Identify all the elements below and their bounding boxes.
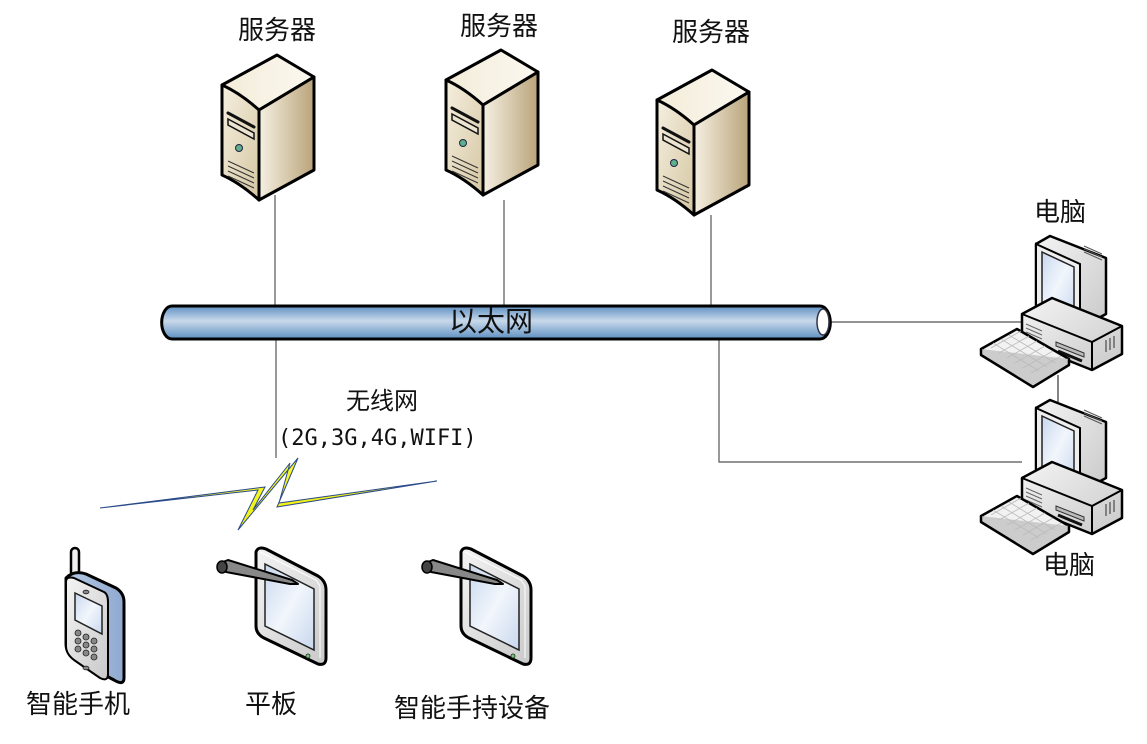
smartphone-label: 智能手机 [26,690,131,720]
server-icon [444,48,540,197]
server-label: 服务器 [460,12,539,42]
computer-label: 电脑 [1043,551,1096,581]
ethernet-label: 以太网 [449,305,534,338]
computer-label: 电脑 [1034,198,1087,228]
tablet-label: 平板 [245,690,298,720]
smartphone-icon [64,546,126,685]
computer-2-link [718,339,1022,463]
handheld-device-label: 智能手持设备 [394,694,551,724]
wireless-signal-icon [99,457,438,531]
wireless-sublabel: (2G,3G,4G,WIFI) [278,426,477,451]
tablet-icon [215,546,328,666]
wireless-label: 无线网 [346,387,418,415]
server-icon [655,68,751,217]
handheld-device-icon [420,546,533,666]
server-label: 服务器 [238,16,317,46]
ethernet-bus [160,304,832,341]
server-icon [220,53,316,202]
server-label: 服务器 [672,18,751,48]
